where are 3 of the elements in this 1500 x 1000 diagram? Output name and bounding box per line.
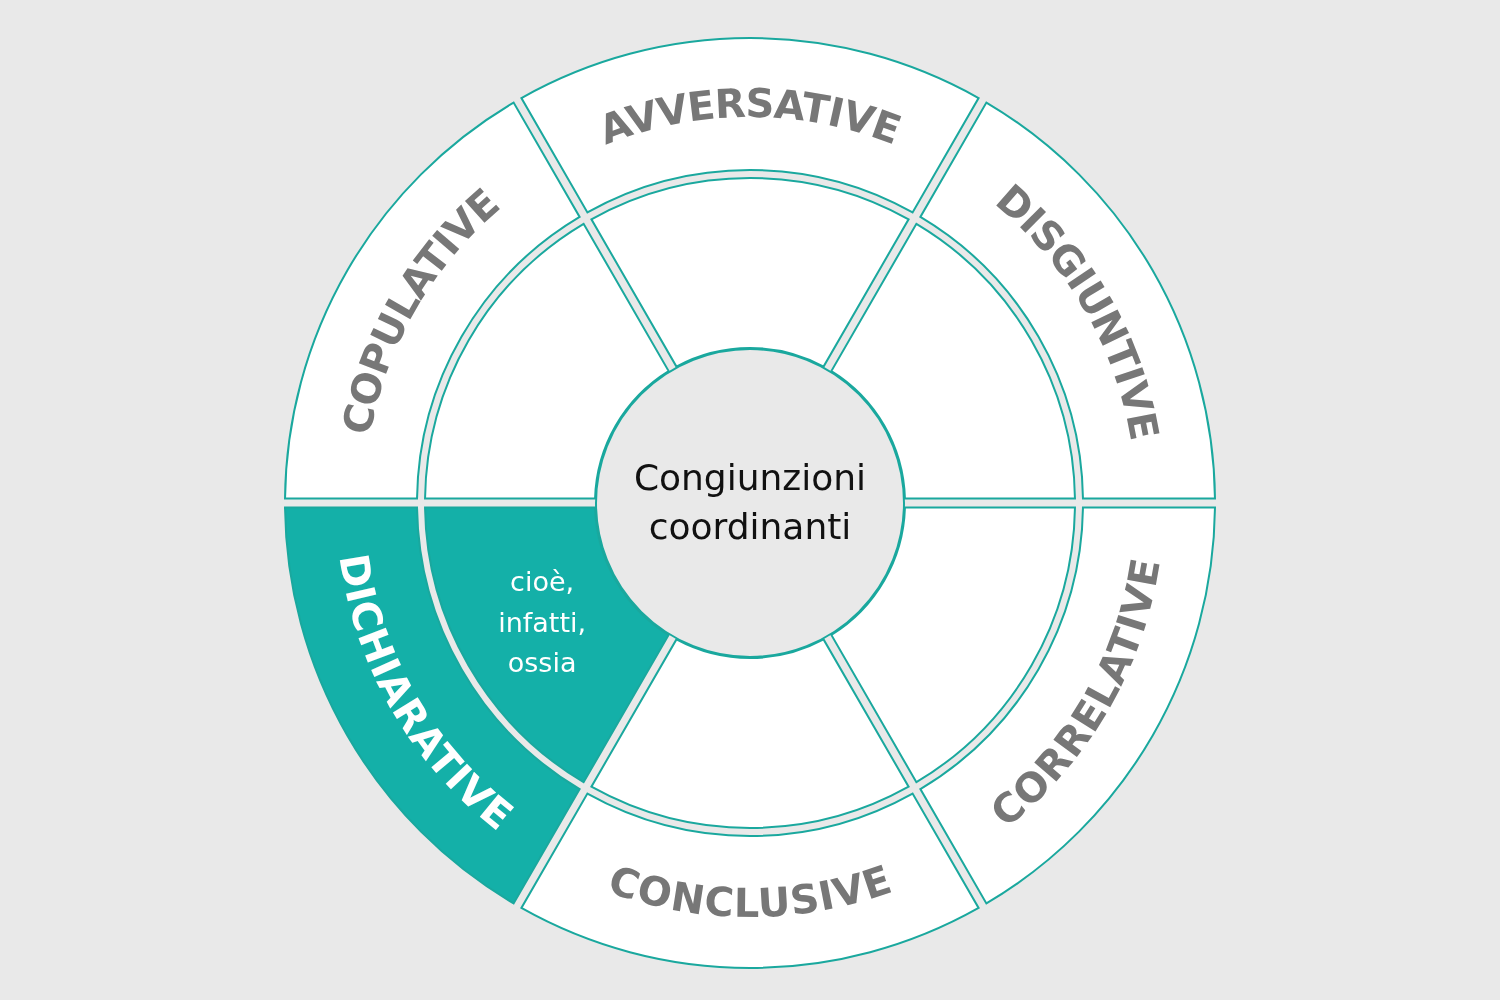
segment-label: AVVERSATIVE [593,79,908,154]
segment-label: CONCLUSIVE [603,856,897,927]
center-title: Congiunzioni coordinanti [632,456,868,549]
